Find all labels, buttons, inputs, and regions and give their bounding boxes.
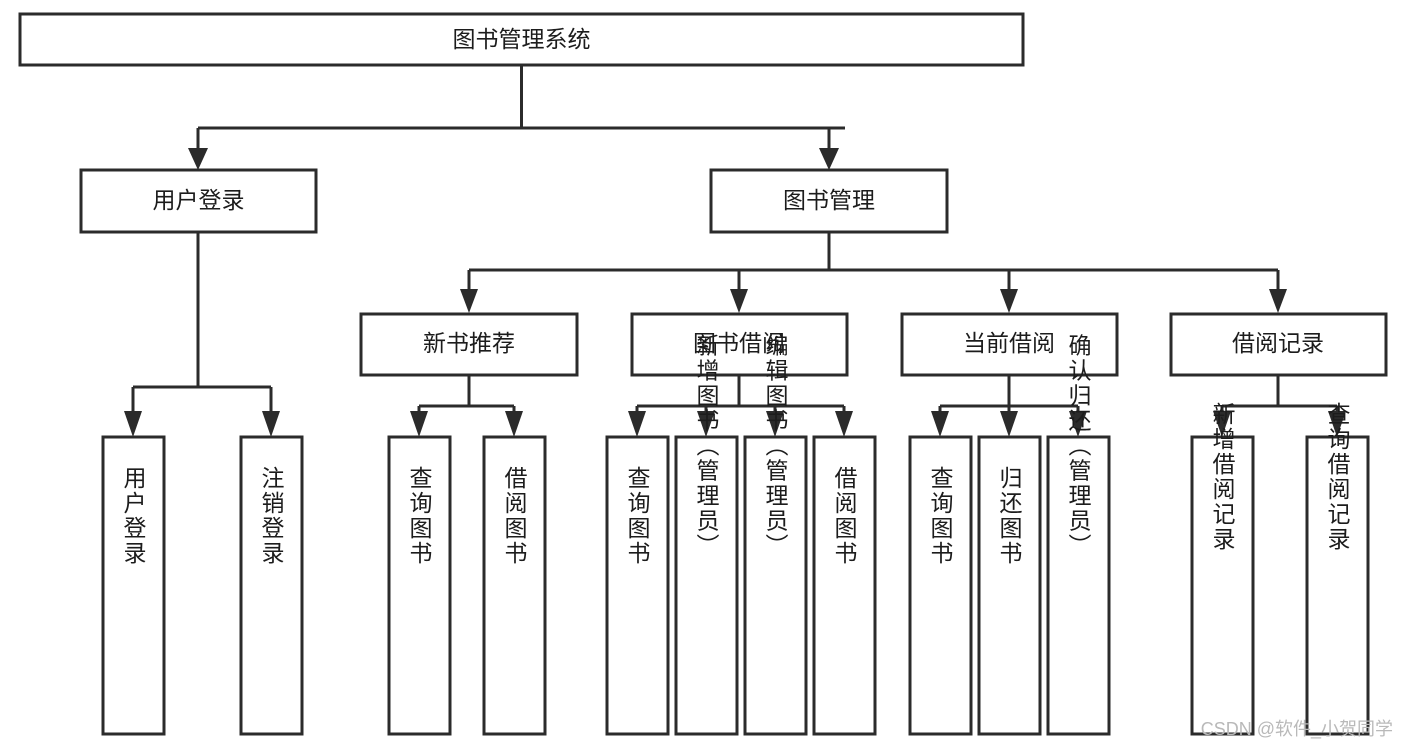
node-new-book-recommend-rect[interactable] [359, 312, 579, 377]
node-book-management-label: 图书管理 [783, 187, 875, 213]
arrow-head-current-leaf-1 [931, 411, 949, 437]
node-leaf-newbook-borrow[interactable]: 借阅图书 [482, 435, 547, 736]
node-leaf-record-add[interactable]: 新增借阅记录 [1190, 402, 1255, 736]
arrow-head-book-mgmt [819, 148, 839, 170]
node-leaf-borrow-edit-rect[interactable] [743, 435, 808, 736]
arrow-head-borrow-leaf-4 [835, 411, 853, 437]
node-leaf-borrow-do[interactable]: 借阅图书 [812, 435, 877, 736]
node-leaf-borrow-query[interactable]: 查询图书 [605, 435, 670, 736]
arrow-head-current-leaf-3 [1069, 411, 1087, 437]
node-leaf-borrow-add-label: 新增图书（管理员） [693, 334, 720, 559]
node-book-borrow-label: 图书借阅 [693, 330, 785, 356]
node-borrow-record[interactable]: 借阅记录 [1169, 312, 1388, 377]
node-root-rect[interactable] [18, 12, 1025, 67]
node-leaf-logout-label: 注销登录 [258, 466, 285, 566]
node-leaf-borrow-edit-label: 编辑图书（管理员） [762, 334, 789, 559]
node-user-login[interactable]: 用户登录 [79, 168, 318, 234]
node-book-borrow-rect[interactable] [630, 312, 849, 377]
node-leaf-current-confirm[interactable]: 确认归还（管理员） [1046, 334, 1111, 736]
node-new-book-recommend[interactable]: 新书推荐 [359, 312, 579, 377]
node-leaf-current-return-label: 归还图书 [996, 466, 1023, 566]
node-borrow-record-rect[interactable] [1169, 312, 1388, 377]
arrow-head-user-login-leaf [124, 411, 142, 437]
arrow-head-borrow-leaf-3 [766, 411, 784, 437]
arrow-head-book-borrow [730, 289, 748, 313]
arrow-head-user-login [188, 148, 208, 170]
node-leaf-current-confirm-rect[interactable] [1046, 435, 1111, 736]
node-user-login-rect[interactable] [79, 168, 318, 234]
node-leaf-current-return-rect[interactable] [977, 435, 1042, 736]
node-leaf-borrow-do-rect[interactable] [812, 435, 877, 736]
arrow-head-record-leaf-2 [1328, 411, 1346, 437]
node-leaf-borrow-add-rect[interactable] [674, 435, 739, 736]
node-current-borrow[interactable]: 当前借阅 [900, 312, 1119, 377]
node-leaf-current-return[interactable]: 归还图书 [977, 435, 1042, 736]
node-new-book-recommend-label: 新书推荐 [423, 330, 515, 356]
node-leaf-borrow-edit[interactable]: 编辑图书（管理员） [743, 334, 808, 736]
node-leaf-user-login[interactable]: 用户登录 [101, 435, 166, 736]
arrow-head-record-leaf-1 [1213, 411, 1231, 437]
node-leaf-current-query-label: 查询图书 [927, 466, 954, 566]
arrow-head-current-borrow [1000, 289, 1018, 313]
node-leaf-record-add-rect[interactable] [1190, 435, 1255, 736]
arrow-head-newbook-leaf-1 [410, 411, 428, 437]
node-leaf-record-query-rect[interactable] [1305, 435, 1370, 736]
node-root[interactable]: 图书管理系统 [18, 12, 1025, 67]
node-current-borrow-rect[interactable] [900, 312, 1119, 377]
node-leaf-borrow-add[interactable]: 新增图书（管理员） [674, 334, 739, 736]
node-leaf-borrow-do-label: 借阅图书 [831, 466, 858, 566]
arrow-head-borrow-record [1269, 289, 1287, 313]
node-user-login-label: 用户登录 [153, 187, 245, 213]
node-leaf-newbook-borrow-label: 借阅图书 [501, 466, 528, 566]
node-leaf-current-query[interactable]: 查询图书 [908, 435, 973, 736]
arrow-head-current-leaf-2 [1000, 411, 1018, 437]
node-book-management[interactable]: 图书管理 [709, 168, 949, 234]
node-leaf-newbook-query[interactable]: 查询图书 [387, 435, 452, 736]
arrow-head-borrow-leaf-2 [697, 411, 715, 437]
node-leaf-current-confirm-label: 确认归还（管理员） [1065, 334, 1092, 559]
node-leaf-record-query-label: 查询借阅记录 [1324, 402, 1351, 552]
node-leaf-logout[interactable]: 注销登录 [239, 435, 304, 736]
node-leaf-user-login-label: 用户登录 [120, 466, 147, 566]
node-leaf-borrow-query-rect[interactable] [605, 435, 670, 736]
node-root-label: 图书管理系统 [453, 26, 591, 52]
arrow-head-logout-leaf [262, 411, 280, 437]
node-leaf-newbook-query-label: 查询图书 [406, 466, 433, 566]
arrow-head-new-book-rec [460, 289, 478, 313]
node-leaf-record-add-label: 新增借阅记录 [1209, 402, 1236, 552]
node-leaf-newbook-query-rect[interactable] [387, 435, 452, 736]
node-leaf-newbook-borrow-rect[interactable] [482, 435, 547, 736]
node-leaf-user-login-rect[interactable] [101, 435, 166, 736]
arrow-head-borrow-leaf-1 [628, 411, 646, 437]
node-leaf-current-query-rect[interactable] [908, 435, 973, 736]
node-current-borrow-label: 当前借阅 [963, 330, 1055, 356]
node-book-borrow[interactable]: 图书借阅 [630, 312, 849, 377]
node-book-management-rect[interactable] [709, 168, 949, 234]
node-leaf-borrow-query-label: 查询图书 [624, 466, 651, 566]
node-leaf-record-query[interactable]: 查询借阅记录 [1305, 402, 1370, 736]
node-leaf-logout-rect[interactable] [239, 435, 304, 736]
node-borrow-record-label: 借阅记录 [1232, 330, 1324, 356]
arrow-head-newbook-leaf-2 [505, 411, 523, 437]
connector-layer [124, 65, 1346, 437]
